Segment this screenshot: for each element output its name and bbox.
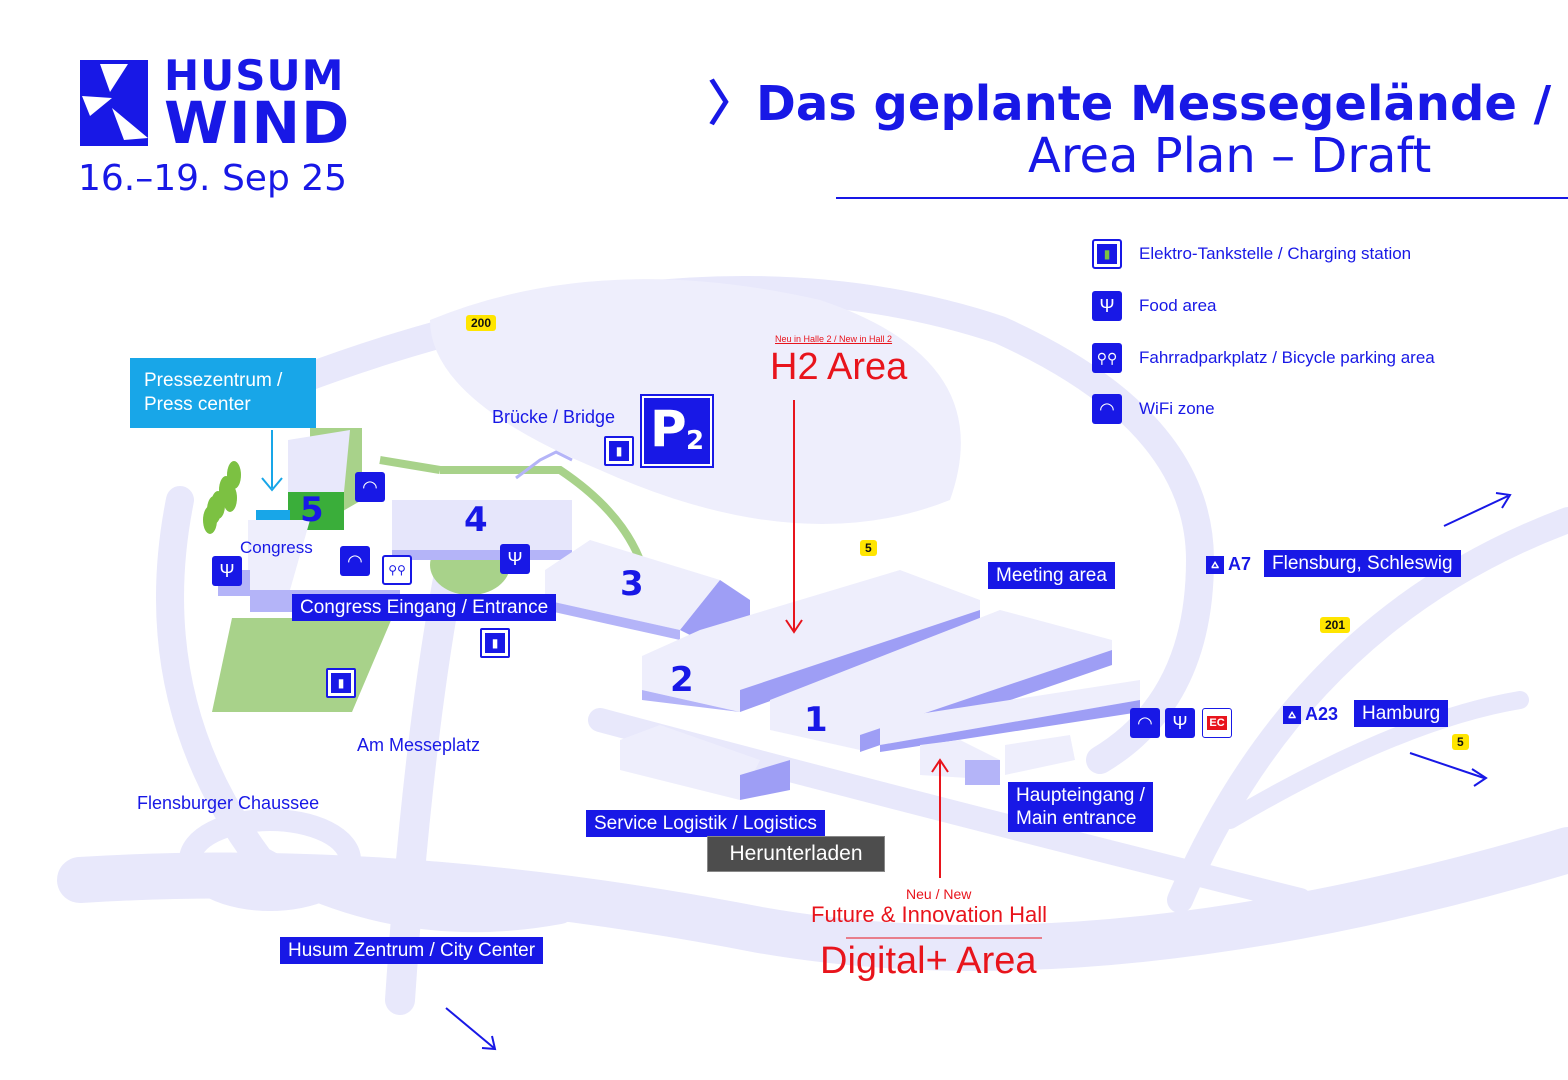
food-icon: Ψ	[1165, 708, 1195, 738]
wifi-icon: ◠	[1130, 708, 1160, 738]
page-title: 〉Das geplante Messegelände /	[708, 76, 1552, 132]
charging-station-icon: ▮	[326, 668, 356, 698]
destination-flensburg: Flensburg, Schleswig	[1264, 550, 1461, 577]
bicycle-icon: ⚲⚲	[1092, 343, 1122, 373]
h2-area-label: H2 Area	[770, 346, 908, 388]
highway-icon: ⩟	[1206, 555, 1224, 574]
legend-item-wifi: ◠ WiFi zone	[1092, 393, 1215, 425]
logo-husum: HUSUM	[164, 51, 345, 100]
road-badge-200: 200	[466, 315, 497, 331]
hall-1-building	[770, 610, 1140, 752]
legend-item-bicycle: ⚲⚲ Fahrradparkplatz / Bicycle parking ar…	[1092, 342, 1435, 374]
congress-label: Congress	[240, 538, 313, 557]
bicycle-icon: ⚲⚲	[382, 555, 412, 585]
destination-hamburg: Hamburg	[1354, 700, 1449, 727]
road-badge-201: 201	[1320, 617, 1351, 633]
future-new-label: Neu / New	[906, 886, 972, 902]
ec-cash-icon: EC	[1202, 708, 1232, 738]
hall-3-label: 3	[620, 564, 644, 604]
direction-arrows	[445, 492, 1512, 1051]
page-subtitle: Area Plan – Draft	[1028, 128, 1432, 184]
wifi-icon: ◠	[340, 546, 370, 576]
bridge-line	[515, 450, 573, 480]
download-tooltip[interactable]: Herunterladen	[707, 836, 885, 872]
main-entrance-label: Haupteingang / Main entrance	[1008, 782, 1153, 832]
highway-a7: ⩟ A7	[1206, 554, 1251, 575]
title-divider	[836, 197, 1568, 199]
wifi-icon: ◠	[1092, 394, 1122, 424]
highway-icon: ⩟	[1283, 705, 1301, 724]
highway-a23: ⩟ A23	[1283, 704, 1338, 725]
meeting-area-label: Meeting area	[988, 562, 1115, 589]
charging-station-icon: ▮	[1092, 239, 1122, 269]
parking-p2-sign: P 2	[640, 394, 714, 468]
food-icon: Ψ	[1092, 291, 1122, 321]
h2-new-label: Neu in Halle 2 / New in Hall 2	[775, 334, 893, 344]
city-center-label: Husum Zentrum / City Center	[280, 937, 544, 964]
food-icon: Ψ	[500, 544, 530, 574]
future-hall-label: Future & Innovation Hall	[811, 902, 1048, 927]
street-am-messeplatz: Am Messeplatz	[357, 735, 481, 755]
service-logistics-label: Service Logistik / Logistics	[586, 810, 825, 837]
hall-2-building	[642, 570, 980, 712]
wifi-icon: ◠	[355, 472, 385, 502]
hall-5-label: 5	[300, 490, 324, 530]
hall-4-label: 4	[464, 500, 488, 540]
charging-station-icon: ▮	[604, 436, 634, 466]
logo-mark	[80, 60, 148, 146]
digital-area-label: Digital+ Area	[820, 940, 1037, 982]
legend-item-charging: ▮ Elektro-Tankstelle / Charging station	[1092, 238, 1411, 270]
logistics-building	[620, 725, 790, 800]
trees	[203, 461, 241, 534]
main-entrance-building	[920, 735, 1075, 785]
road-badge-5-right: 5	[1452, 734, 1469, 750]
chevron-icon: 〉	[708, 76, 757, 132]
street-flensburger-chaussee: Flensburger Chaussee	[137, 793, 320, 813]
legend-item-food: Ψ Food area	[1092, 290, 1217, 322]
hall-2-label: 2	[670, 660, 694, 700]
food-icon: Ψ	[212, 556, 242, 586]
bridge-label: Brücke / Bridge	[492, 407, 616, 427]
event-dates: 16.–19. Sep 25	[78, 158, 348, 199]
press-center-label: Pressezentrum / Press center	[130, 358, 316, 428]
hall-1-label: 1	[804, 700, 828, 740]
logo-wind: WIND	[164, 89, 351, 157]
road-badge-5-top: 5	[860, 540, 877, 556]
charging-station-icon: ▮	[480, 628, 510, 658]
congress-entrance-label: Congress Eingang / Entrance	[292, 594, 557, 621]
